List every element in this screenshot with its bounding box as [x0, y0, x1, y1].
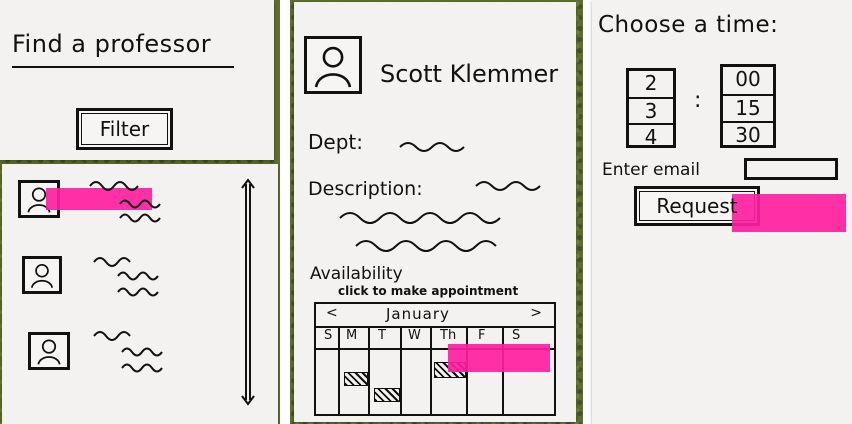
- request-button[interactable]: Request: [634, 186, 760, 226]
- desc-squiggle: [119, 199, 161, 223]
- list-item[interactable]: [2, 324, 222, 404]
- day-header: F: [478, 328, 486, 343]
- find-professor-panel: Find a professor Filter: [0, 0, 280, 424]
- description-label: Description:: [308, 178, 423, 200]
- minute-option[interactable]: 00: [735, 67, 761, 91]
- day-header: S: [512, 328, 521, 343]
- list-item[interactable]: [2, 164, 222, 244]
- calendar-days-row: S M T W Th F S: [316, 326, 554, 350]
- avatar: [22, 256, 62, 294]
- dept-label: Dept:: [308, 130, 363, 154]
- hour-option[interactable]: 2: [644, 71, 658, 95]
- available-slot[interactable]: [344, 372, 368, 386]
- name-squiggle: [93, 331, 131, 341]
- time-colon: :: [694, 88, 702, 113]
- description-squiggle: [339, 181, 541, 252]
- scroll-arrow-up-icon: [241, 178, 255, 189]
- calendar-prev-button[interactable]: <: [326, 305, 338, 321]
- minute-picker[interactable]: 00 15 30: [720, 64, 776, 148]
- day-header: S: [324, 328, 333, 343]
- email-label: Enter email: [602, 160, 700, 180]
- hour-option[interactable]: 4: [629, 123, 673, 151]
- calendar-next-button[interactable]: >: [530, 305, 542, 321]
- desc-squiggle: [117, 271, 159, 297]
- email-field[interactable]: [744, 158, 838, 180]
- appointment-hint: click to make appointment: [338, 284, 519, 298]
- person-icon: [27, 187, 51, 213]
- calendar-column-line: [368, 326, 370, 414]
- scrollbar[interactable]: [240, 178, 256, 408]
- results-card: [2, 164, 278, 424]
- scroll-arrow-down-icon: [241, 395, 255, 406]
- divider-2: [583, 0, 593, 424]
- profile-avatar: [304, 36, 362, 94]
- calendar-header: < January >: [316, 304, 554, 328]
- day-header: M: [346, 328, 358, 343]
- person-icon: [37, 339, 61, 365]
- avatar: [18, 180, 60, 218]
- avatar: [28, 332, 70, 370]
- scrollbar-track: [241, 178, 255, 406]
- calendar-column-line: [338, 326, 340, 414]
- availability-label: Availability: [310, 264, 403, 284]
- hour-picker[interactable]: 2 3 4: [626, 68, 676, 151]
- profile-panel: Scott Klemmer Dept: Description: Availab…: [294, 2, 576, 422]
- name-squiggle: [93, 257, 131, 267]
- availability-calendar[interactable]: < January > S M T W Th F S: [314, 302, 556, 416]
- choose-time-panel: Choose a time: 2 3 4 : 00 15 30 Enter em…: [592, 0, 852, 424]
- request-button-label: Request: [656, 194, 738, 218]
- tap-highlight: [46, 188, 152, 210]
- choose-time-title: Choose a time:: [598, 12, 779, 38]
- professor-name: Scott Klemmer: [380, 60, 559, 88]
- person-icon: [314, 46, 352, 88]
- day-header: Th: [440, 328, 457, 343]
- calendar-column-line: [400, 326, 402, 414]
- dept-squiggle: [399, 142, 465, 152]
- tap-highlight: [448, 344, 550, 372]
- filter-button[interactable]: Filter: [76, 108, 173, 150]
- day-header: W: [408, 328, 421, 343]
- minute-option[interactable]: 30: [723, 121, 773, 150]
- day-header: T: [378, 328, 386, 343]
- filter-button-label: Filter: [99, 117, 150, 141]
- title-underline: [12, 66, 234, 68]
- list-item[interactable]: [2, 244, 222, 324]
- search-card: Find a professor Filter: [0, 0, 274, 160]
- name-squiggle: [89, 181, 139, 191]
- desc-squiggle: [121, 347, 163, 373]
- tap-highlight: [732, 194, 846, 232]
- person-icon: [30, 263, 54, 289]
- hour-option[interactable]: 3: [629, 97, 673, 125]
- page-title: Find a professor: [12, 30, 212, 58]
- calendar-month: January: [386, 305, 450, 323]
- available-slot[interactable]: [374, 388, 400, 402]
- calendar-column-line: [430, 326, 432, 414]
- divider-1: [280, 0, 290, 424]
- minute-option[interactable]: 15: [723, 94, 773, 123]
